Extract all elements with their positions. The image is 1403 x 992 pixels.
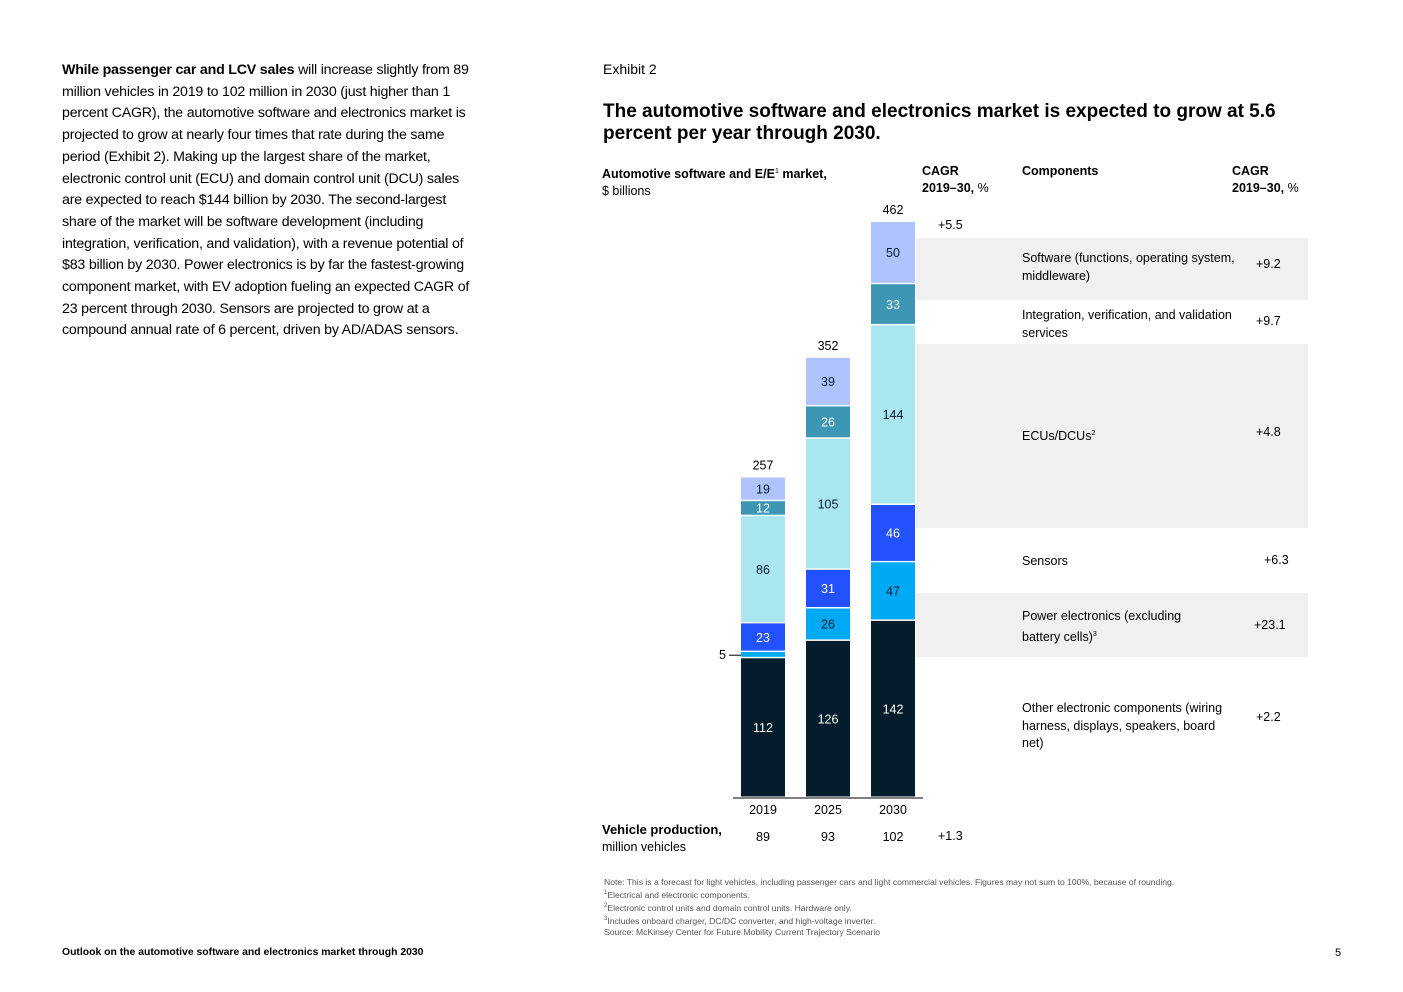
exhibit-label: Exhibit 2 (603, 61, 657, 77)
band-ecu (916, 344, 1308, 528)
cagr-other: +2.2 (1256, 710, 1281, 724)
component-other: Other electronic components (wiring harn… (1022, 701, 1223, 750)
bar-2025-series-2 (806, 569, 850, 607)
note-source: Source: McKinsey Center for Future Mobil… (604, 927, 881, 938)
page-number: 5 (1335, 947, 1342, 959)
chart-title: The automotive software and electronics … (603, 101, 1276, 144)
component-power: Power electronics (excluding battery cel… (1022, 609, 1182, 644)
bar-2019-series-5 (741, 477, 785, 500)
vehicle-cagr: +1.3 (938, 829, 963, 843)
footer-title: Outlook on the automotive software and e… (62, 947, 424, 958)
notes: Note: This is a forecast for light vehic… (604, 877, 1174, 939)
data-label-2025-series-1: 26 (821, 618, 835, 632)
vehicle-production-label: Vehicle production, million vehicles (602, 822, 722, 854)
bar-2025-series-5 (806, 357, 850, 405)
component-sensors: Sensors (1022, 554, 1068, 568)
component-ecu: ECUs/DCUs2 (1022, 429, 1096, 444)
cagr2-header: CAGR 2019–30, % (1232, 164, 1299, 195)
data-label-2019-series-3: 86 (756, 563, 770, 577)
data-label-2025-series-4: 26 (821, 416, 835, 430)
bar-2019-series-4 (741, 501, 785, 515)
note-1: 1Electrical and electronic components. (604, 890, 750, 901)
components-header: Components (1022, 164, 1099, 178)
bar-2030-series-4 (871, 284, 915, 324)
cagr-power: +23.1 (1254, 618, 1286, 632)
data-label-2025-series-5: 39 (821, 375, 835, 389)
bar-2025-series-4 (806, 406, 850, 438)
bar-2019-series-3 (741, 516, 785, 622)
data-label-2019-series-0: 112 (753, 721, 773, 735)
note-2: 2Electronic control units and domain con… (604, 903, 852, 914)
cagr-header: CAGR 2019–30, % (922, 164, 989, 195)
data-label-2025-series-2: 31 (821, 582, 835, 596)
bar-2030-series-0 (871, 620, 915, 797)
bar-2025-series-3 (806, 438, 850, 569)
data-label-2030-series-3: 144 (883, 408, 904, 422)
bar-2019-series-0 (741, 658, 785, 797)
note-3: 3Includes onboard charger, DC/DC convert… (604, 916, 876, 927)
body-lead: While passenger car and LCV sales (62, 62, 295, 78)
component-software: Software (functions, operating system, m… (1022, 251, 1235, 283)
total-label-2025: 352 (818, 339, 839, 353)
cagr-sensors: +6.3 (1264, 553, 1289, 567)
category-label-2025: 2025 (814, 803, 842, 817)
bar-2030-series-3 (871, 325, 915, 504)
cagr-software: +9.2 (1256, 257, 1281, 271)
band-software (916, 238, 1308, 300)
data-label-2019-series-2: 23 (756, 631, 770, 645)
body-text: will increase slightly from 89 million v… (62, 62, 470, 339)
vehicle-value-2019: 89 (756, 830, 770, 844)
market-header: Automotive software and E/E1 market, $ b… (602, 167, 827, 199)
data-label-2025-series-0: 126 (818, 712, 839, 726)
data-label-2025-series-3: 105 (818, 497, 839, 511)
category-label-2019: 2019 (749, 803, 777, 817)
cagr-ecu: +4.8 (1256, 425, 1281, 439)
total-label-2030: 462 (883, 203, 904, 217)
total-label-2019: 257 (753, 459, 774, 473)
bar-2030-series-5 (871, 221, 915, 283)
bar-2019-series-1 (741, 652, 785, 657)
note-main: Note: This is a forecast for light vehic… (604, 877, 1175, 887)
data-label-2019-series-4: 12 (756, 502, 770, 516)
component-integration: Integration, verification, and validatio… (1022, 308, 1232, 340)
data-label-2030-series-0: 142 (883, 703, 904, 717)
cagr-integration: +9.7 (1256, 314, 1281, 328)
callout-label: 5 (719, 648, 726, 662)
data-label-2030-series-5: 50 (886, 246, 900, 260)
total-cagr: +5.5 (938, 218, 963, 232)
data-label-2030-series-4: 33 (886, 298, 900, 312)
bar-2025-series-1 (806, 608, 850, 640)
bar-2025-series-0 (806, 640, 850, 797)
data-label-2030-series-1: 47 (886, 585, 900, 599)
band-power (916, 593, 1308, 657)
vehicle-value-2030: 102 (883, 830, 904, 844)
body-paragraph: While passenger car and LCV sales will i… (62, 60, 477, 342)
bar-2019-series-2 (741, 623, 785, 651)
bar-2030-series-2 (871, 505, 915, 561)
bar-2030-series-1 (871, 562, 915, 620)
vehicle-value-2025: 93 (821, 830, 835, 844)
data-label-2019-series-5: 19 (756, 482, 770, 496)
data-label-2030-series-2: 46 (886, 527, 900, 541)
category-label-2030: 2030 (879, 803, 907, 817)
